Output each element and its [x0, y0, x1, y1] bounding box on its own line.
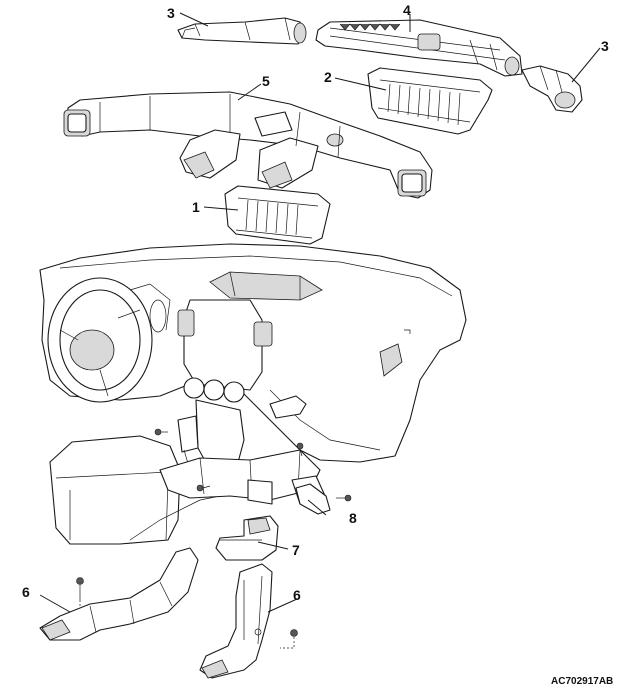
instrument-panel: [39, 243, 467, 471]
screw-icon: [154, 428, 168, 436]
part-6-right-rear-duct: [199, 563, 273, 679]
screw-icon: [336, 494, 352, 502]
callout-6-left: 6: [22, 584, 30, 600]
part-5-main-duct: [63, 91, 433, 199]
callout-5: 5: [262, 73, 270, 89]
callout-1: 1: [192, 199, 200, 215]
floor-console: [49, 415, 241, 545]
screw-icon: [196, 484, 211, 492]
part-8-rear-duct: [295, 483, 331, 515]
leader-lines: [39, 12, 601, 613]
callout-7: 7: [292, 542, 300, 558]
callout-labels: 3 4 3 2 5 1 8 7 6 6 AC702917AB: [22, 2, 613, 687]
figure-code: AC702917AB: [551, 676, 613, 687]
part-3-left-side-duct: [177, 17, 307, 45]
part-3-right-side-duct: [521, 65, 583, 113]
part-7-foot-duct: [215, 515, 279, 561]
callout-3-left: 3: [167, 5, 175, 21]
callout-6-right: 6: [293, 587, 301, 603]
callout-3-right: 3: [601, 38, 609, 54]
part-1-lower-center-vent: [224, 185, 331, 245]
screw-fasteners: [76, 428, 352, 649]
part-2-center-vent-grille: [367, 67, 493, 135]
screw-icon: [76, 577, 84, 608]
callout-4: 4: [403, 2, 411, 18]
part-4-center-register-rail: [315, 19, 523, 77]
screw-icon: [280, 629, 298, 649]
callout-8: 8: [349, 510, 357, 526]
screw-icon: [296, 442, 304, 457]
callout-2: 2: [324, 69, 332, 85]
part-6-left-rear-duct: [39, 547, 199, 641]
